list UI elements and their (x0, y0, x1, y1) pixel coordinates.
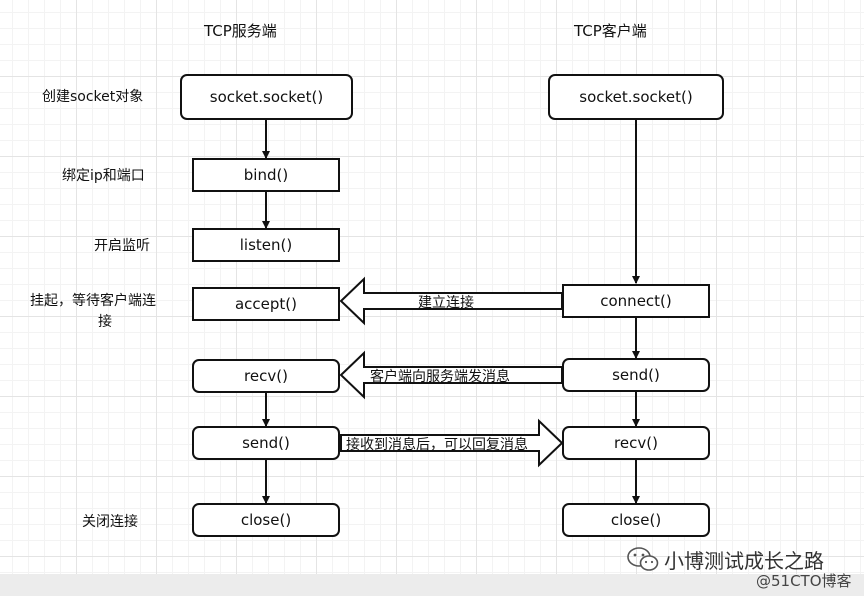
client-close-label: close() (610, 511, 662, 529)
client-send-node: send() (562, 358, 710, 392)
server-close-node: close() (192, 503, 340, 537)
server-column-title: TCP服务端 (204, 22, 277, 40)
client-connect-label: connect() (600, 292, 672, 310)
server-send-node: send() (192, 426, 340, 460)
client-recv-label: recv() (614, 434, 658, 452)
server-socket-node: socket.socket() (180, 74, 353, 120)
server-recv-label: recv() (244, 367, 288, 385)
step-label-listen: 开启监听 (94, 238, 150, 254)
server-bind-label: bind() (243, 166, 289, 184)
server-close-label: close() (240, 511, 292, 529)
server-accept-node: accept() (192, 287, 340, 321)
step-label-accept-cont: 接 (98, 314, 112, 330)
step-label-bind: 绑定ip和端口 (62, 168, 145, 184)
client-recv-node: recv() (562, 426, 710, 460)
message-server-reply-label: 接收到消息后，可以回复消息 (346, 437, 528, 453)
client-connect-node: connect() (562, 284, 710, 318)
step-label-accept: 挂起，等待客户端连 (30, 293, 156, 309)
footer-bar (0, 574, 864, 596)
client-socket-node: socket.socket() (548, 74, 724, 120)
server-recv-node: recv() (192, 359, 340, 393)
client-close-node: close() (562, 503, 710, 537)
watermark-source: @51CTO博客 (756, 572, 852, 590)
watermark-brand: 小博测试成长之路 (664, 549, 824, 573)
server-listen-label: listen() (239, 236, 293, 254)
wechat-icon (627, 547, 659, 571)
server-socket-label: socket.socket() (209, 88, 324, 106)
client-send-label: send() (612, 366, 660, 384)
client-socket-label: socket.socket() (579, 88, 693, 106)
client-column-title: TCP客户端 (574, 22, 647, 40)
server-accept-label: accept() (234, 295, 298, 313)
server-listen-node: listen() (192, 228, 340, 262)
message-connect-label: 建立连接 (418, 295, 474, 311)
step-label-create: 创建socket对象 (42, 89, 144, 105)
server-bind-node: bind() (192, 158, 340, 192)
step-label-close: 关闭连接 (82, 514, 138, 530)
message-client-send-label: 客户端向服务端发消息 (370, 369, 510, 385)
server-send-label: send() (242, 434, 290, 452)
